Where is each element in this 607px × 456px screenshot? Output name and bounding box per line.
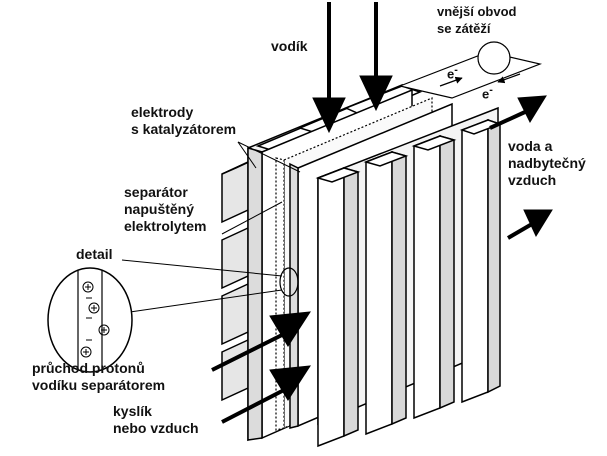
anode-rib — [221, 338, 249, 402]
electron-symbol: e — [447, 66, 455, 82]
water-air-line-3: vzduch — [508, 172, 557, 188]
proton-passage-line-2: vodíku separátorem — [32, 377, 166, 393]
electron-label-2: e- — [482, 82, 493, 102]
external-circuit — [397, 41, 543, 99]
separator-line-3: elektrolytem — [124, 218, 207, 234]
proton-icon — [80, 346, 92, 358]
cathode-flow-plate — [315, 106, 503, 448]
external-circuit-label: vnější obvod se zátěží — [437, 3, 516, 37]
proton-passage-line-1: průchod protonů — [32, 360, 145, 376]
water-air-label: voda a nadbytečný vzduch — [508, 138, 586, 189]
water-air-arrows — [489, 95, 553, 240]
load-icon — [477, 41, 511, 75]
water-air-line-1: voda a — [508, 138, 553, 154]
external-circuit-line-1: vnější obvod — [437, 4, 517, 19]
electron-charge: - — [489, 84, 493, 96]
oxygen-label: kyslík nebo vzduch — [113, 403, 199, 437]
cathode-rib — [459, 118, 503, 404]
leader-lines — [121, 141, 301, 313]
oxygen-line-1: kyslík — [113, 403, 152, 419]
separator-line-2: napuštěný — [124, 201, 195, 217]
cathode-rib — [315, 166, 361, 448]
separator-line-1: separátor — [124, 184, 188, 200]
separator-label: separátor napuštěný elektrolytem — [124, 184, 206, 235]
detail-label: detail — [76, 246, 113, 262]
cathode-rib — [411, 134, 457, 420]
water-air-line-2: nadbytečný — [508, 155, 586, 171]
hydrogen-label: vodík — [271, 38, 308, 54]
oxygen-line-2: nebo vzduch — [113, 420, 199, 436]
electron-charge: - — [454, 64, 458, 76]
detail-marker — [279, 267, 299, 297]
proton-icon — [98, 324, 110, 336]
electrodes-line-1: elektrody — [131, 104, 194, 120]
proton-icon — [88, 302, 100, 314]
oxygen-arrows — [211, 311, 311, 424]
electrodes-label: elektrody s katalyzátorem — [131, 104, 236, 138]
electrodes-line-2: s katalyzátorem — [131, 121, 237, 137]
anode-rib — [221, 226, 249, 290]
anode-rib — [221, 282, 249, 346]
proton-passage-label: průchod protonů vodíku separátorem — [32, 360, 165, 394]
detail-inset — [47, 267, 133, 373]
external-circuit-line-2: se zátěží — [437, 21, 491, 36]
proton-icon — [82, 281, 94, 293]
electron-label-1: e- — [447, 62, 458, 82]
hydrogen-arrows — [312, 2, 393, 134]
electron-symbol: e — [482, 86, 490, 102]
cathode-rib — [363, 150, 409, 436]
